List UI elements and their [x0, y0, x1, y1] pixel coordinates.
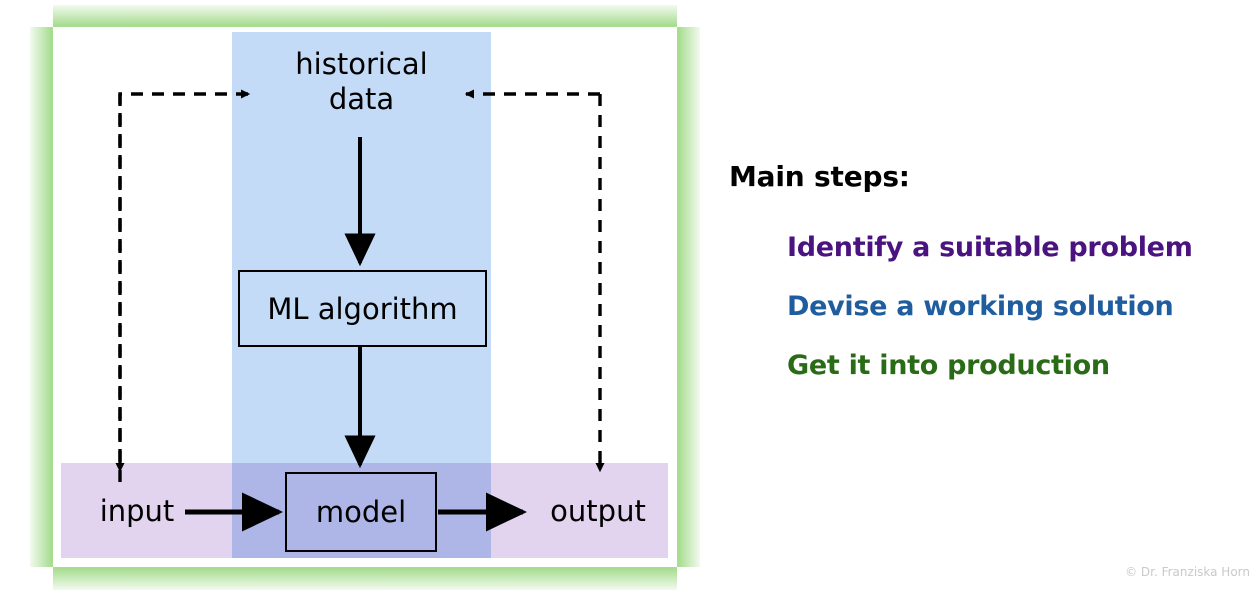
main-steps-panel: Main steps: Identify a suitable problem … [726, 0, 1260, 593]
step-item-devise-solution: Devise a working solution [787, 291, 1174, 322]
node-input: input [99, 494, 175, 528]
copyright-credit: © Dr. Franziska Horn [1125, 565, 1250, 579]
node-output: output [550, 494, 646, 528]
green-frame-bottom [53, 567, 677, 590]
step-item-identify-problem: Identify a suitable problem [787, 232, 1193, 263]
arrow-input-to-histdata-dashed [118, 89, 251, 482]
node-historical-data: historical data [295, 47, 428, 117]
main-steps-heading: Main steps: [729, 160, 910, 193]
step-item-get-into-production: Get it into production [787, 350, 1110, 381]
green-frame-right [677, 27, 700, 567]
connector-layer [115, 89, 605, 532]
green-frame-top [53, 5, 677, 27]
inference-phase-band [61, 463, 668, 558]
diagram-canvas: historical data ML algorithm model input… [53, 27, 677, 567]
node-ml-algorithm: ML algorithm [238, 270, 487, 347]
green-frame-left [30, 27, 53, 567]
node-model: model [285, 472, 437, 552]
ml-workflow-diagram: historical data ML algorithm model input… [30, 5, 700, 590]
